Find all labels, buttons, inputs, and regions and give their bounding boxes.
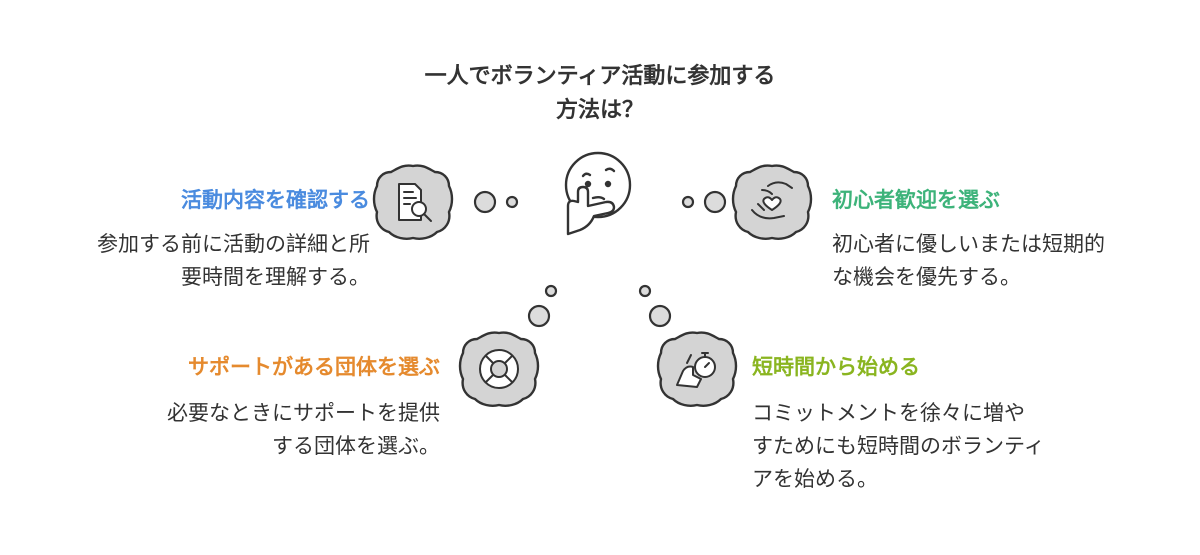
- bubble-right-small: [681, 195, 695, 209]
- thought-bubbles: [473, 190, 727, 328]
- thinking-face-icon: [564, 151, 632, 236]
- document-search-icon: [398, 183, 432, 222]
- heading-beginner-welcome: 初心者歓迎を選ぶ: [832, 188, 1000, 212]
- lifebuoy-icon: [479, 349, 519, 389]
- desc-support-org: 必要なときにサポートを提供 する団体を選ぶ。: [167, 401, 440, 458]
- bubble-left-small: [505, 195, 519, 209]
- desc-check-activity: 参加する前に活動の詳細と所 要時間を理解する。: [97, 232, 370, 289]
- bubble-br-large: [648, 304, 672, 328]
- bubble-br-small: [638, 284, 652, 298]
- hand-stopwatch-icon: [676, 352, 716, 388]
- cloud-lifebuoy: [458, 331, 540, 407]
- desc-beginner-welcome: 初心者に優しいまたは短期的 な機会を優先する。: [832, 232, 1105, 289]
- cloud-hands-heart: [731, 164, 813, 240]
- heading-start-short: 短時間から始める: [752, 355, 920, 379]
- bubble-left-large: [473, 190, 497, 214]
- heading-support-org: サポートがある団体を選ぶ: [188, 355, 440, 379]
- desc-start-short: コミットメントを徐々に増や すためにも短時間のボランティ アを始める。: [752, 401, 1045, 491]
- bubble-right-large: [703, 190, 727, 214]
- heading-check-activity: 活動内容を確認する: [181, 188, 370, 212]
- bubble-bl-small: [544, 284, 558, 298]
- diagram-title: 一人でボランティア活動に参加する 方法は？: [424, 64, 776, 123]
- bubble-bl-large: [527, 304, 551, 328]
- cloud-hand-stopwatch: [656, 331, 738, 407]
- cloud-document-search: [372, 164, 454, 240]
- hands-heart-icon: [751, 181, 793, 220]
